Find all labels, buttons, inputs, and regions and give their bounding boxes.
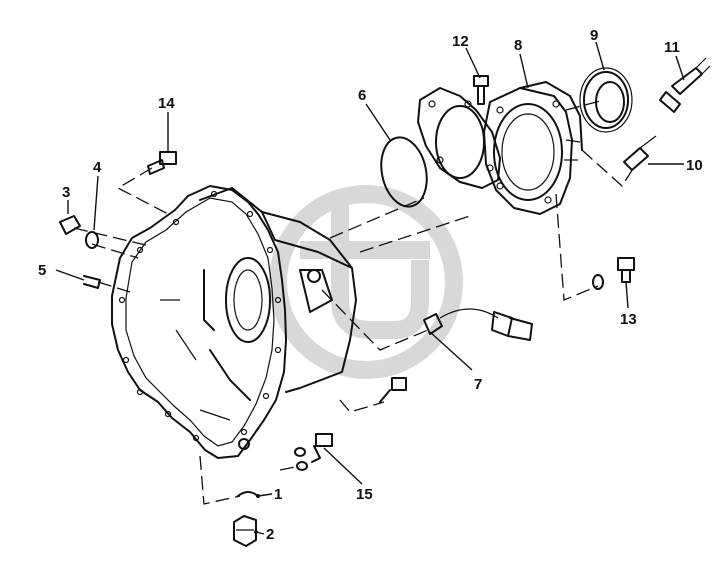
wiring-harness-sensor [423, 308, 533, 341]
adapter-bolt [473, 75, 489, 105]
callout-3: 3 [62, 184, 70, 201]
callout-1: 1 [274, 486, 282, 503]
drain-plug [233, 491, 259, 547]
speed-sensor [659, 57, 711, 113]
upper-bolt [147, 151, 177, 175]
leader-lines [55, 41, 685, 535]
adapter-gasket [417, 87, 501, 189]
callout-14: 14 [158, 95, 175, 112]
callout-9: 9 [590, 27, 598, 44]
callout-5: 5 [38, 262, 46, 279]
callout-13: 13 [620, 311, 637, 328]
leader-dots [254, 494, 260, 534]
callout-4: 4 [93, 159, 102, 176]
callout-11: 11 [664, 39, 680, 56]
callout-2: 2 [266, 526, 274, 543]
bell-housing [111, 185, 357, 459]
assembly-lines [73, 99, 637, 505]
logo-watermark-icon [269, 185, 463, 379]
callout-10: 10 [686, 157, 703, 174]
lower-bolt [294, 433, 333, 471]
mount-bolt [592, 257, 635, 290]
callout-15: 15 [356, 486, 373, 503]
callout-labels: 1 2 3 4 5 6 7 8 9 10 11 12 13 14 15 [38, 27, 703, 543]
rear-adapter-housing [483, 81, 583, 215]
callout-12: 12 [452, 33, 469, 50]
housing-bolt [379, 377, 407, 403]
oil-seal [579, 67, 633, 133]
callout-7: 7 [474, 376, 482, 393]
o-ring [380, 136, 428, 208]
small-fittings [59, 215, 101, 289]
speedometer-sensor [623, 135, 657, 171]
callout-6: 6 [358, 87, 366, 104]
callout-8: 8 [514, 37, 522, 54]
